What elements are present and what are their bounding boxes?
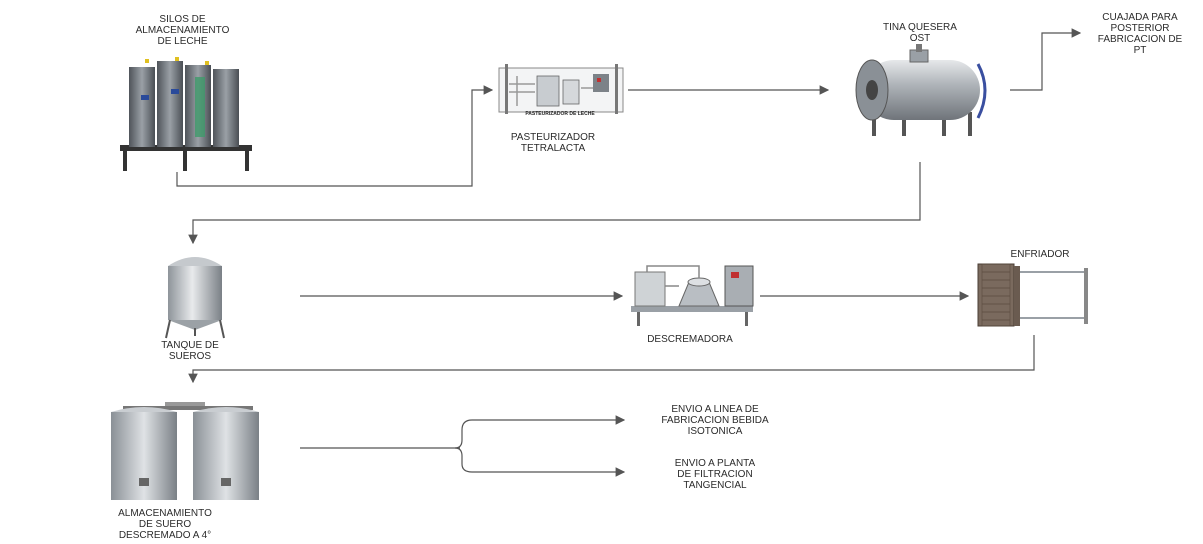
tanque-label: TANQUE DE SUEROS — [135, 340, 245, 362]
almacenamiento-label: ALMACENAMIENTO DE SUERO DESCREMADO A 4° — [100, 508, 230, 541]
tina-label: TINA QUESERA OST — [865, 22, 975, 44]
envio-filtracion-label: ENVIO A PLANTA DE FILTRACION TANGENCIAL — [645, 458, 785, 491]
pasteurizador-plate: PASTEURIZADOR DE LECHE — [505, 111, 615, 117]
silos-image — [115, 55, 260, 173]
arrow-enfriador-to-almacenamiento — [193, 335, 1034, 382]
pasteurizador-label: PASTEURIZADOR TETRALACTA — [488, 132, 618, 154]
arrow-tina-to-cuajada — [1010, 33, 1080, 90]
brace-split — [455, 420, 472, 472]
envio-bebida-label: ENVIO A LINEA DE FABRICACION BEBIDA ISOT… — [640, 404, 790, 437]
tina-quesera-image — [842, 42, 1002, 140]
arrow-tina-to-tanque — [193, 162, 920, 243]
descremadora-label: DESCREMADORA — [620, 334, 760, 345]
cuajada-label: CUAJADA PARA POSTERIOR FABRICACION DE PT — [1080, 12, 1200, 56]
enfriador-label: ENFRIADOR — [990, 249, 1090, 260]
silos-label: SILOS DE ALMACENAMIENTO DE LECHE — [110, 14, 255, 47]
enfriador-image — [974, 260, 1094, 332]
almacenamiento-suero-image — [105, 398, 265, 504]
tanque-sueros-image — [160, 248, 230, 340]
descremadora-image — [627, 262, 757, 330]
